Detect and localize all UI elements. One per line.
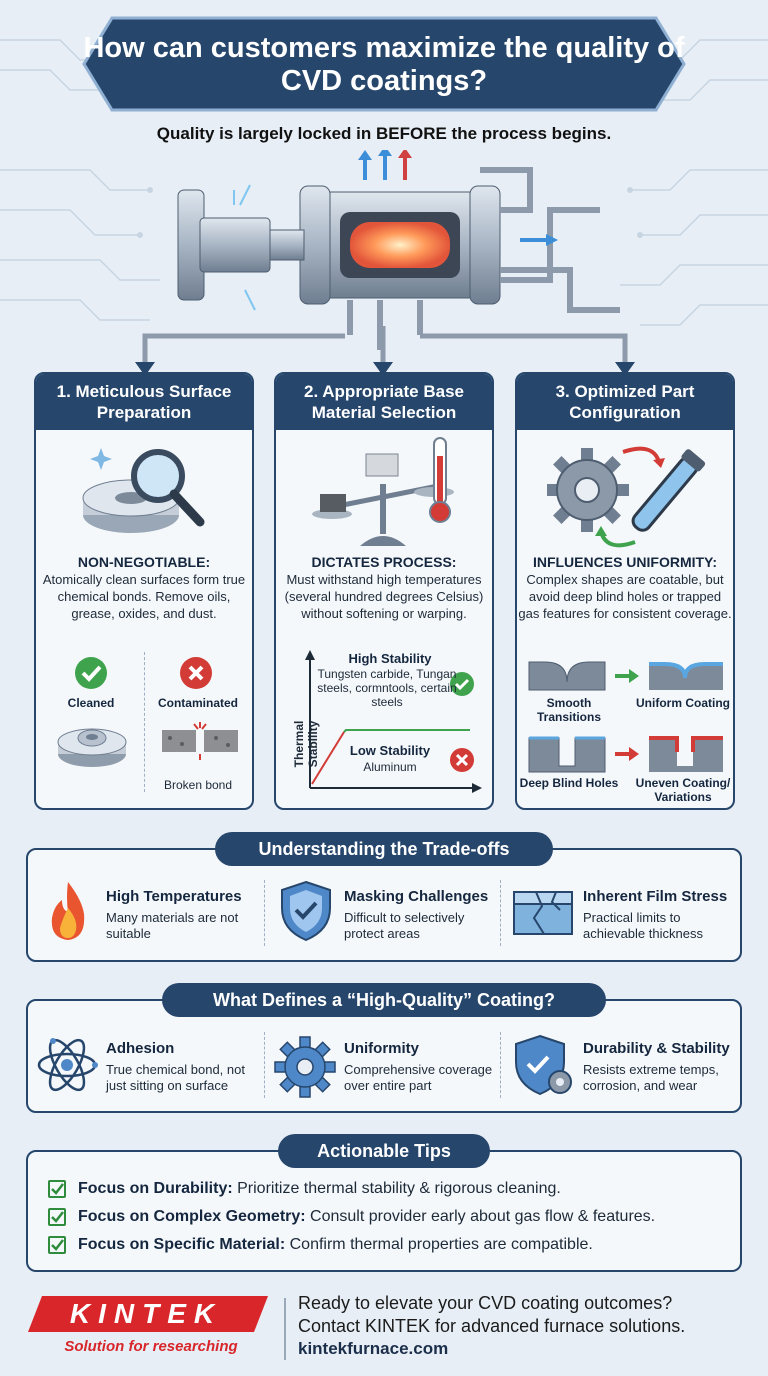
balance-scale-icon <box>312 437 454 546</box>
card-heading: 3. Optimized Part Configuration <box>517 374 733 430</box>
lead-title: INFLUENCES UNIFORMITY: <box>532 554 718 570</box>
website-link[interactable]: kintekfurnace.com <box>298 1339 449 1358</box>
geometry-comparison <box>528 661 723 773</box>
item-title: Masking Challenges <box>344 888 489 905</box>
tips-heading: Actionable Tips <box>278 1134 490 1168</box>
tip-text: Confirm thermal properties are compatibl… <box>289 1236 593 1253</box>
item-text: True chemical bond, not just sitting on … <box>106 1062 245 1093</box>
checkbox-icon <box>48 1208 66 1226</box>
card-part-configuration: 3. Optimized Part Configuration INFLUENC… <box>515 372 735 810</box>
axis-label: Thermal Stability <box>292 720 320 768</box>
tube-furnace-illustration <box>177 150 620 350</box>
cracked-film-icon <box>513 891 573 935</box>
divider <box>144 652 145 792</box>
item-text: Comprehensive coverage over entire part <box>344 1062 493 1093</box>
bad-label: Contaminated <box>157 696 238 710</box>
item-text: Many materials are not suitable <box>106 910 239 941</box>
item-text: Practical limits to achievable thickness <box>583 910 703 941</box>
lead-title: NON-NEGOTIABLE: <box>77 554 211 570</box>
cross-icon <box>180 657 212 689</box>
tip-title: Focus on Complex Geometry: <box>78 1208 306 1225</box>
card-lead: INFLUENCES UNIFORMITY: Complex shapes ar… <box>517 554 733 622</box>
subtitle: Quality is largely locked in BEFORE the … <box>156 124 612 143</box>
item-title: Uniformity <box>344 1040 419 1057</box>
item-title: Adhesion <box>106 1040 175 1057</box>
geo-label: Uneven Coating/ Variations <box>635 776 731 804</box>
divider <box>264 1032 265 1098</box>
bad-caption: Broken bond <box>163 778 233 792</box>
page-title: How can customers maximize the quality o… <box>83 32 685 97</box>
geo-label: Uniform Coating <box>636 696 730 710</box>
card-lead: NON-NEGOTIABLE: Atomically clean surface… <box>36 554 252 622</box>
title-banner: How can customers maximize the quality o… <box>82 14 686 114</box>
brand-name: KINTEK <box>69 1298 223 1329</box>
divider <box>264 880 265 946</box>
high-text: Tungsten carbide, Tungan steels, cormnto… <box>317 667 457 709</box>
tradeoffs-heading: Understanding the Trade-offs <box>215 832 553 866</box>
tip-title: Focus on Durability: <box>78 1180 233 1197</box>
item-title: High Temperatures <box>106 888 242 905</box>
lead-text: Atomically clean surfaces form true chem… <box>42 572 246 621</box>
thermometer-icon <box>422 440 456 530</box>
checkbox-icon <box>48 1180 66 1198</box>
lead-text: Must withstand high temperatures (severa… <box>284 572 484 621</box>
footer-line: Ready to elevate your CVD coating outcom… <box>298 1293 673 1313</box>
atom-icon <box>37 1038 98 1092</box>
item-title: Durability & Stability <box>583 1040 730 1057</box>
item-text: Resists extreme temps, corrosion, and we… <box>583 1062 719 1093</box>
clean-part-icon <box>57 728 127 767</box>
divider <box>500 1032 501 1098</box>
geo-label: Deep Blind Holes <box>519 776 619 790</box>
low-label: Low Stability <box>349 743 431 758</box>
footer-divider <box>284 1298 286 1360</box>
high-label: High Stability <box>348 651 432 666</box>
magnifier-icon <box>82 448 205 533</box>
geo-label: Smooth Transitions <box>536 696 601 724</box>
footer-cta: Ready to elevate your CVD coating outcom… <box>298 1292 685 1338</box>
shield-icon <box>281 880 331 942</box>
item-text: Difficult to selectively protect areas <box>344 910 465 941</box>
lead-title: DICTATES PROCESS: <box>311 554 457 570</box>
gear-icon <box>547 446 706 548</box>
low-text: Aluminum <box>363 760 417 774</box>
footer-line: Contact KINTEK for advanced furnace solu… <box>298 1316 686 1336</box>
card-heading: 1. Meticulous Surface Preparation <box>36 374 252 430</box>
thermal-stability-graph <box>305 650 482 793</box>
kintek-logo[interactable]: KINTEK Solution for researching <box>28 1294 270 1364</box>
item-title: Inherent Film Stress <box>583 888 728 905</box>
gear-icon <box>274 1036 336 1098</box>
tradeoffs-panel <box>26 848 742 962</box>
check-icon <box>75 657 107 689</box>
shield-gear-icon <box>515 1034 572 1096</box>
divider <box>500 880 501 946</box>
broken-bond-icon <box>162 722 238 760</box>
card-surface-preparation: 1. Meticulous Surface Preparation NON-NE… <box>34 372 254 810</box>
tip-title: Focus on Specific Material: <box>78 1236 286 1253</box>
quality-heading: What Defines a “High-Quality” Coating? <box>162 983 606 1017</box>
tip-text: Consult provider early about gas flow & … <box>310 1208 656 1225</box>
connector-arrows <box>135 326 635 376</box>
tip-text: Prioritize thermal stability & rigorous … <box>237 1180 561 1197</box>
good-label: Cleaned <box>67 696 115 710</box>
tips-panel <box>26 1150 742 1272</box>
flame-icon <box>51 882 85 940</box>
checkbox-icon <box>48 1236 66 1254</box>
card-heading: 2. Appropriate Base Material Selection <box>276 374 492 430</box>
card-lead: DICTATES PROCESS: Must withstand high te… <box>276 554 492 622</box>
brand-tagline: Solution for researching <box>64 1338 238 1355</box>
lead-text: Complex shapes are coatable, but avoid d… <box>518 572 732 621</box>
card-base-material: 2. Appropriate Base Material Selection D… <box>274 372 494 810</box>
